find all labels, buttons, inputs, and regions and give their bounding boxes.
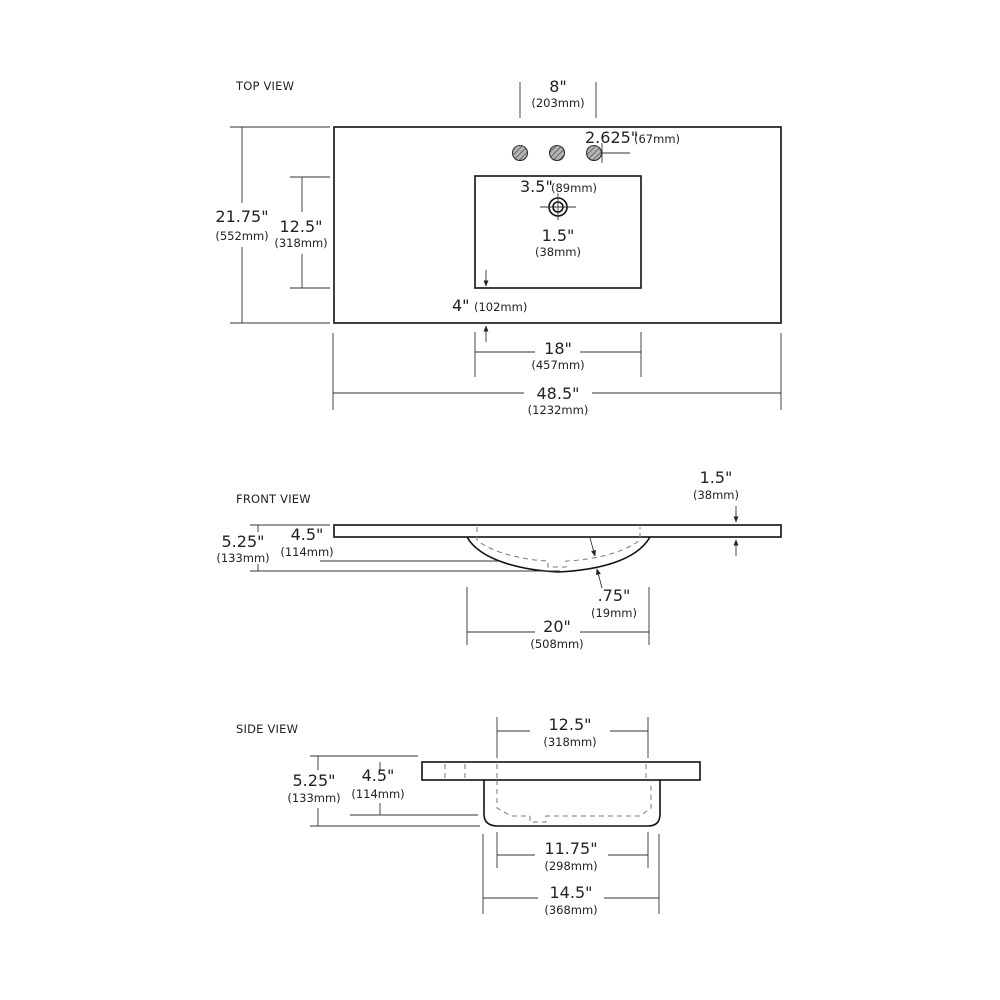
dim-hole-offset-in: 2.625" <box>585 128 638 147</box>
front-slab <box>333 524 782 538</box>
top-view-title: TOP VIEW <box>235 79 294 93</box>
dim-overall-width-in: 48.5" <box>537 384 580 403</box>
side-view: SIDE VIEW 12.5" (318mm) 5.25" (133mm) 4.… <box>236 715 701 917</box>
dim-wall-in: .75" <box>598 586 631 605</box>
front-view-title: FRONT VIEW <box>236 492 311 506</box>
dim-side-bowl-height-in: 4.5" <box>362 766 395 785</box>
dim-inner-bottom-mm: (298mm) <box>544 859 597 873</box>
dim-side-top-width-mm: (318mm) <box>543 735 596 749</box>
dim-drain-dia-in: 1.5" <box>542 226 575 245</box>
dim-overall-width-mm: (1232mm) <box>528 403 589 417</box>
dim-side-top-width-in: 12.5" <box>549 715 592 734</box>
side-bowl-hidden <box>496 780 652 823</box>
dim-inner-bottom-in: 11.75" <box>544 839 597 858</box>
side-bowl-outer <box>483 780 661 827</box>
dim-hole-offset-mm: (67mm) <box>634 132 680 146</box>
faucet-hole-left <box>511 144 529 162</box>
dim-slab-thickness-mm: (38mm) <box>693 488 739 502</box>
dim-bowl-depth-mm: (318mm) <box>274 236 327 250</box>
dim-drain-setback-in: 3.5" <box>520 177 553 196</box>
dim-depth-mm: (552mm) <box>215 229 268 243</box>
dim-bowl-width-in: 18" <box>544 339 572 358</box>
dim-wall-mm: (19mm) <box>591 606 637 620</box>
dim-front-setback-in: 4" <box>452 296 470 315</box>
dim-side-height-mm: (133mm) <box>287 791 340 805</box>
dim-faucet-spread-mm: (203mm) <box>531 96 584 110</box>
side-view-title: SIDE VIEW <box>236 722 298 736</box>
dim-outer-width-in: 14.5" <box>550 883 593 902</box>
dim-drain-setback-mm: (89mm) <box>551 181 597 195</box>
faucet-hole-center <box>548 144 566 162</box>
dim-outer-width-mm: (368mm) <box>544 903 597 917</box>
dim-front-setback-mm: (102mm) <box>474 300 527 314</box>
side-slab <box>421 761 701 781</box>
dim-bowl-length-in: 20" <box>543 617 571 636</box>
faucet-hole-right <box>585 144 603 162</box>
dim-faucet-spread-in: 8" <box>549 77 567 96</box>
dim-front-bowl-height-in: 4.5" <box>291 525 324 544</box>
dim-side-bowl-height-mm: (114mm) <box>351 787 404 801</box>
dim-side-height-in: 5.25" <box>293 771 336 790</box>
dim-bowl-width-mm: (457mm) <box>531 358 584 372</box>
front-view: FRONT VIEW 1.5" (38mm) 5.25" (133mm) 4.5… <box>216 468 782 651</box>
dim-bowl-length-mm: (508mm) <box>530 637 583 651</box>
dim-front-height-mm: (133mm) <box>216 551 269 565</box>
dim-front-bowl-height-mm: (114mm) <box>280 545 333 559</box>
front-bowl-hidden <box>476 527 641 568</box>
dim-depth-in: 21.75" <box>215 207 268 226</box>
top-view: TOP VIEW 8" (203mm) 2.625" (67mm) 3.5" (… <box>215 77 782 417</box>
front-bowl-outer <box>466 536 651 573</box>
bowl-outline-top <box>474 175 642 289</box>
dim-drain-dia-mm: (38mm) <box>535 245 581 259</box>
dim-bowl-depth-in: 12.5" <box>280 217 323 236</box>
countertop-outline <box>333 126 782 324</box>
dim-front-height-in: 5.25" <box>222 532 265 551</box>
dim-slab-thickness-in: 1.5" <box>700 468 733 487</box>
